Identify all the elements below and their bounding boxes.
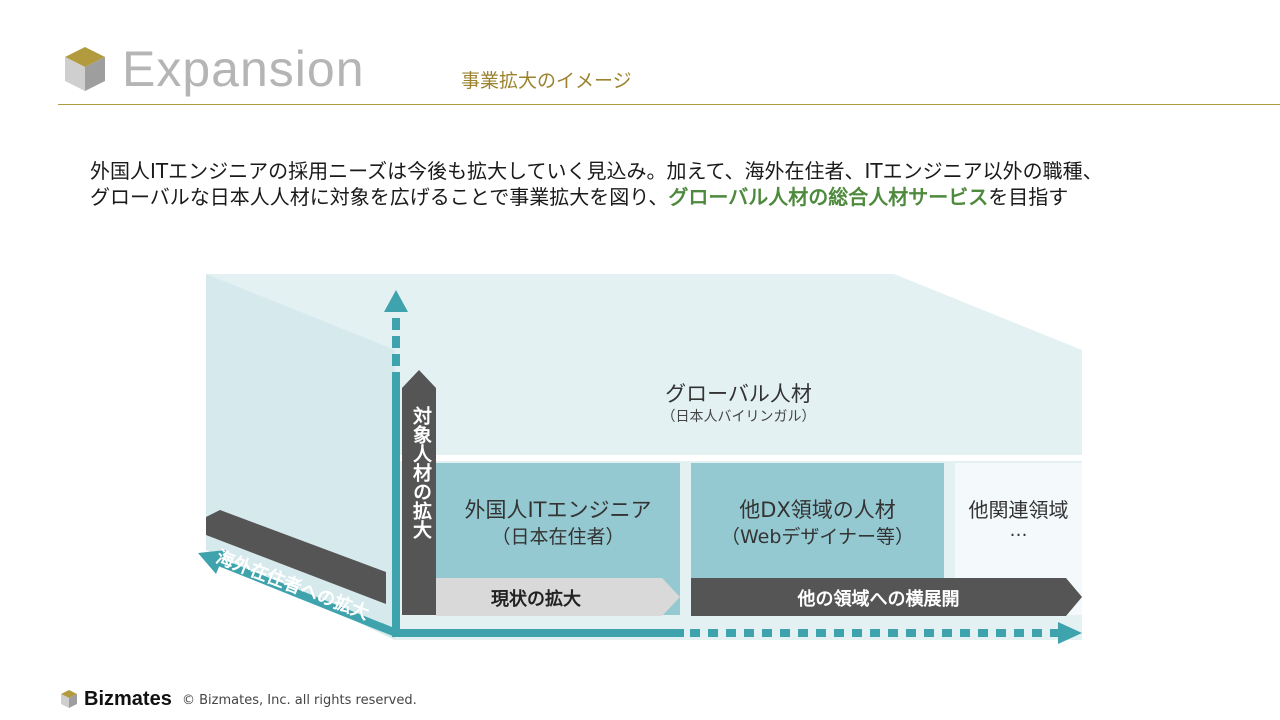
arrowhead-up — [384, 290, 408, 312]
horizontal-axis-line — [392, 629, 684, 637]
cube-logo-icon — [65, 47, 105, 91]
arrow-horizontal-label: 他の領域への横展開 — [797, 589, 960, 610]
header-divider — [58, 104, 1280, 105]
dash-v-2 — [392, 336, 400, 348]
foreign-engineer-title: 外国人ITエンジニア — [464, 498, 652, 522]
dx-title: 他DX領域の人材 — [739, 498, 896, 522]
global-talent-title: グローバル人材 — [665, 382, 812, 406]
arrow-diagonal-dark — [206, 510, 386, 604]
footer-brand: Bizmates — [84, 688, 172, 710]
horizontal-dashes — [690, 629, 1058, 637]
page-title: Expansion — [122, 41, 365, 97]
arrow-current-light — [436, 578, 680, 616]
dx-sub: （Webデザイナー等） — [720, 526, 915, 548]
arrowhead-diagonal — [198, 550, 226, 574]
vertical-axis-line — [392, 372, 400, 637]
intro-line-2-before: グローバルな日本人人材に対象を広げることで事業拡大を図り、 — [90, 185, 669, 209]
intro-highlight: グローバル人材の総合人材サービス — [668, 185, 989, 209]
global-talent-sub: （日本人バイリンガル） — [661, 409, 816, 425]
footer-cube-icon — [61, 690, 77, 708]
arrowhead-right — [1058, 622, 1082, 644]
arrow-current-label: 現状の拡大 — [491, 589, 581, 610]
dash-v-1 — [392, 318, 400, 330]
other-title: 他関連領域 — [968, 498, 1069, 522]
foreign-engineer-sub: （日本在住者） — [491, 526, 625, 548]
intro-line-2: グローバルな日本人人材に対象を広げることで事業拡大を図り、グローバル人材の総合人… — [90, 184, 1103, 210]
footer-copyright: © Bizmates, Inc. all rights reserved. — [182, 693, 417, 708]
arrow-horizontal-dark — [691, 578, 1082, 616]
arrow-vertical-dark — [402, 370, 436, 615]
other-sub: … — [1009, 520, 1028, 541]
band-divider — [395, 455, 1082, 461]
intro-line-1: 外国人ITエンジニアの採用ニーズは今後も拡大していく見込み。加えて、海外在住者、… — [90, 159, 1103, 183]
diagonal-axis-line — [212, 556, 398, 637]
page-subtitle: 事業拡大のイメージ — [461, 70, 632, 92]
intro-line-2-after: を目指す — [988, 185, 1069, 209]
arrow-vertical-label: 対象人材の拡大 — [410, 406, 432, 539]
dash-v-3 — [392, 354, 400, 366]
intro-paragraph: 外国人ITエンジニアの採用ニーズは今後も拡大していく見込み。加えて、海外在住者、… — [90, 158, 1103, 210]
